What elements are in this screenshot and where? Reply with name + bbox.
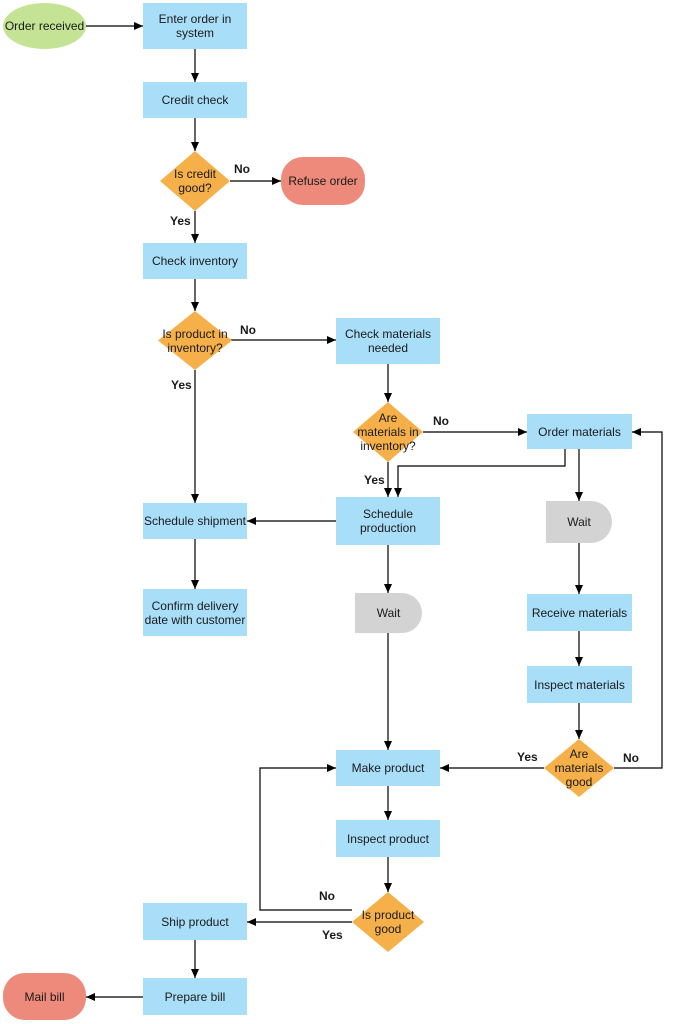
product-good-no-label: No [319, 889, 335, 903]
good-materials-yes-label: Yes [517, 750, 538, 764]
order-materials-step: Order materials [527, 414, 632, 449]
are-materials-in-inventory-label: Are materials in inventory? [357, 411, 419, 453]
materials-yes-label: Yes [364, 473, 385, 487]
schedule-production-step: Schedule production [336, 497, 440, 545]
order-received-start: Order received [3, 3, 86, 49]
materials-no-label: No [433, 414, 449, 428]
enter-order-step: Enter order in system [143, 3, 247, 49]
edge-order-to-schedule [394, 449, 566, 497]
is-product-good-decision: Is product good [352, 892, 424, 952]
check-materials-step: Check materials needed [336, 318, 440, 364]
edge-product-good-no [259, 764, 352, 911]
check-inventory-step: Check inventory [143, 243, 247, 279]
good-materials-no-label: No [623, 751, 639, 765]
are-materials-good-label: Are materials good [554, 747, 604, 789]
is-credit-good-decision: Is credit good? [160, 151, 230, 211]
is-product-good-label: Is product good [361, 908, 415, 936]
are-materials-in-inventory-decision: Are materials in inventory? [353, 402, 423, 462]
credit-yes-label: Yes [170, 214, 191, 228]
inventory-no-label: No [240, 323, 256, 337]
wait-materials-delay: Wait [546, 501, 612, 543]
inspect-product-step: Inspect product [336, 820, 440, 857]
schedule-shipment-step: Schedule shipment [143, 503, 247, 539]
mail-bill-end: Mail bill [3, 973, 86, 1020]
prepare-bill-step: Prepare bill [143, 978, 247, 1015]
make-product-step: Make product [336, 750, 440, 786]
is-product-in-inventory-decision: Is product in inventory? [158, 311, 232, 370]
inventory-yes-label: Yes [171, 378, 192, 392]
receive-materials-step: Receive materials [527, 594, 632, 631]
are-materials-good-decision: Are materials good [544, 739, 614, 797]
edge-good-materials-no [614, 428, 663, 769]
confirm-delivery-step: Confirm delivery date with customer [143, 589, 247, 636]
refuse-order-end: Refuse order [281, 157, 365, 205]
is-credit-good-label: Is credit good? [173, 167, 216, 195]
wait-production-delay: Wait [355, 593, 422, 633]
credit-no-label: No [234, 162, 250, 176]
credit-check-step: Credit check [143, 82, 247, 118]
is-product-in-inventory-label: Is product in inventory? [162, 326, 228, 355]
ship-product-step: Ship product [143, 903, 247, 940]
inspect-materials-step: Inspect materials [527, 666, 632, 703]
product-good-yes-label: Yes [322, 928, 343, 942]
